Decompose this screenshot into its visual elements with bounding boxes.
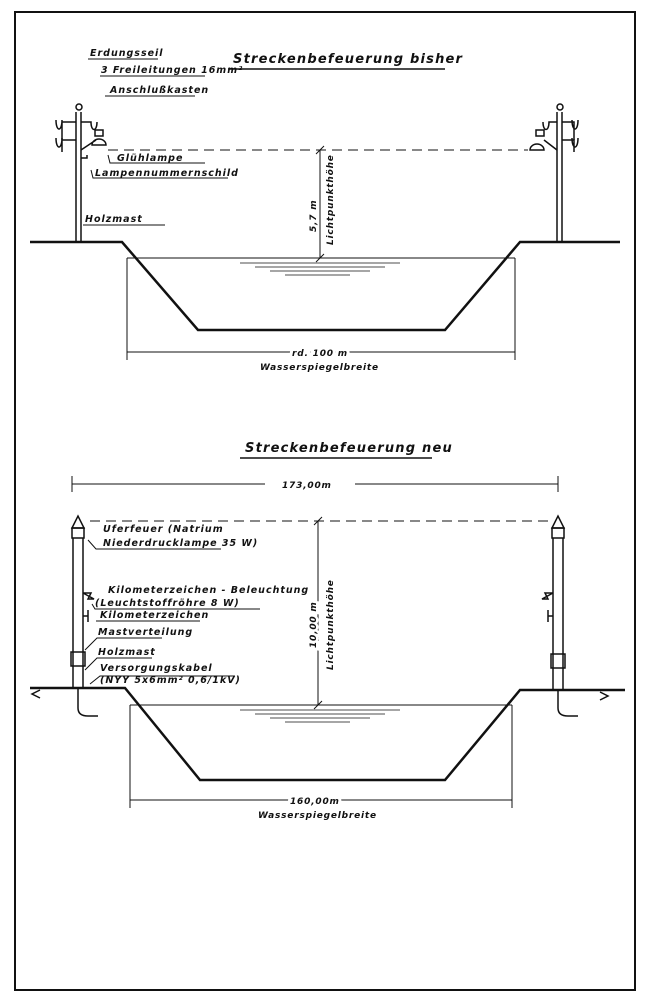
- title-new: Streckenbefeuerung neu: [245, 441, 453, 456]
- height-label-old: Lichtpunkthöhe: [326, 154, 336, 245]
- mast-right-new: [541, 514, 610, 717]
- label-overhead-lines: 3 Freileitungen 16mm²: [101, 65, 243, 76]
- label-cable-2: (NYY 5x6mm² 0,6/1kV): [100, 675, 241, 686]
- label-lamp: Glühlampe: [117, 153, 183, 164]
- label-mast-new: Holzmast: [98, 647, 156, 658]
- canal-profile-old: [30, 240, 620, 332]
- label-ground-wire: Erdungsseil: [90, 48, 164, 59]
- height-value-new: 10,00 m: [309, 601, 319, 648]
- label-mast-distribution: Mastverteilung: [98, 627, 193, 638]
- span-value: 173,00m: [282, 481, 332, 491]
- label-km-light-1: Kilometerzeichen - Beleuchtung: [108, 585, 309, 596]
- width-value-old: rd. 100 m: [292, 349, 348, 359]
- label-km-light-2: (Leuchtstoffröhre 8 W): [95, 598, 240, 609]
- height-value-old: 5,7 m: [309, 200, 319, 232]
- label-bank-light-2: Niederdrucklampe 35 W): [103, 538, 258, 549]
- mast-right-old: [529, 103, 579, 242]
- water-hatching: [240, 262, 400, 276]
- label-bank-light-1: Uferfeuer (Natrium: [103, 524, 224, 535]
- label-km-sign: Kilometerzeichen: [100, 610, 209, 621]
- page-border: [14, 11, 636, 991]
- label-mast: Holzmast: [85, 214, 143, 225]
- mast-left-old: [55, 103, 107, 242]
- section-old: Streckenbefeuerung bisher Erdungsseil 3 …: [30, 48, 620, 373]
- width-value-new: 160,00m: [290, 797, 340, 807]
- width-label-old: Wasserspiegelbreite: [260, 363, 379, 373]
- height-label-new: Lichtpunkthöhe: [326, 579, 336, 670]
- title-old: Streckenbefeuerung bisher: [233, 52, 464, 67]
- label-junction-box: Anschlußkasten: [109, 85, 209, 96]
- leader-lines-new: [84, 539, 260, 685]
- mast-left-new: [30, 514, 98, 717]
- section-new: Streckenbefeuerung neu 173,00m Uferfeuer…: [30, 441, 625, 821]
- leader-lines-old: [83, 58, 228, 226]
- label-lamp-number-sign: Lampennummernschild: [95, 168, 239, 179]
- canal-profile-new: [30, 686, 625, 782]
- width-label-new: Wasserspiegelbreite: [258, 811, 377, 821]
- label-cable-1: Versorgungskabel: [100, 663, 213, 674]
- water-hatching: [240, 709, 400, 723]
